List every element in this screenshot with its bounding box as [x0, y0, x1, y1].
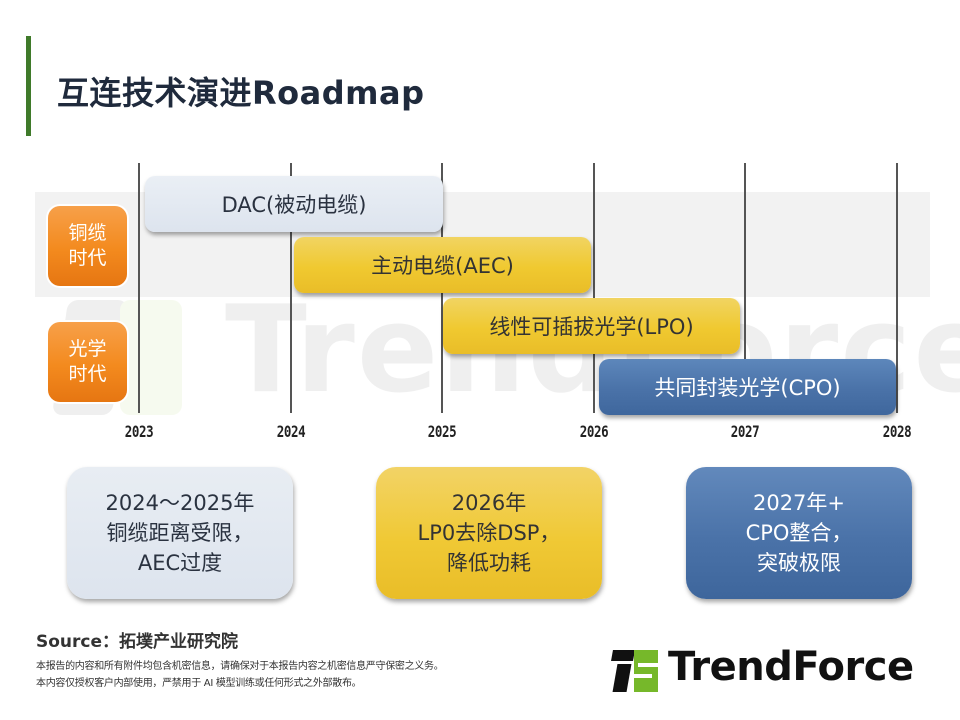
- era-label-copper: 铜缆 时代: [48, 206, 127, 286]
- disclaimer-line-1: 本报告的内容和所有附件均包含机密信息，请确保对于本报告内容之机密信息严守保密之义…: [36, 661, 444, 672]
- timeline-bar-lpo: 线性可插拔光学(LPO): [443, 298, 740, 354]
- era-copper-line2: 时代: [68, 247, 107, 269]
- timeline-bar-cpo: 共同封装光学(CPO): [599, 359, 896, 415]
- timeline-bar-dac: DAC(被动电缆): [145, 176, 443, 232]
- gridline-2026: [593, 163, 595, 413]
- era-optical-line2: 时代: [68, 363, 107, 385]
- bar-label-aec: 主动电缆(AEC): [371, 254, 514, 278]
- note-text-aec: 2024～2025年 铜缆距离受限， AEC过度: [105, 491, 255, 575]
- era-optical-line1: 光学: [68, 338, 107, 360]
- gridline-2023: [138, 163, 140, 413]
- bar-label-dac: DAC(被动电缆): [221, 193, 367, 217]
- era-label-optical: 光学 时代: [48, 322, 127, 402]
- gridline-2028: [896, 163, 898, 413]
- year-label-2023: 2023: [124, 422, 154, 441]
- trendforce-wordmark: TrendForce: [668, 644, 914, 690]
- trendforce-logo-icon: [611, 648, 660, 694]
- year-label-2026: 2026: [579, 422, 609, 441]
- disclaimer-line-2: 本内容仅授权客户内部使用，严禁用于 AI 模型训练或任何形式之外部散布。: [36, 678, 362, 689]
- year-label-2028: 2028: [882, 422, 912, 441]
- title-accent-bar: [26, 36, 31, 136]
- year-label-2027: 2027: [730, 422, 760, 441]
- source-label: Source：拓墣产业研究院: [36, 632, 239, 652]
- note-card-cpo: 2027年+ CPO整合， 突破极限: [686, 467, 912, 599]
- bar-label-cpo: 共同封装光学(CPO): [654, 376, 841, 400]
- page-title: 互连技术演进Roadmap: [57, 74, 425, 112]
- gridline-2027: [744, 163, 746, 413]
- trendforce-watermark-logo-icon: [51, 300, 185, 415]
- trendforce-logo: TrendForce: [611, 644, 932, 694]
- era-copper-line1: 铜缆: [68, 222, 107, 244]
- note-text-cpo: 2027年+ CPO整合， 突破极限: [745, 491, 853, 575]
- note-card-lpo: 2026年 LP0去除DSP， 降低功耗: [376, 467, 602, 599]
- year-label-2025: 2025: [427, 422, 457, 441]
- note-card-aec: 2024～2025年 铜缆距离受限， AEC过度: [67, 467, 293, 599]
- year-label-2024: 2024: [276, 422, 306, 441]
- timeline-bar-aec: 主动电缆(AEC): [294, 237, 591, 293]
- note-text-lpo: 2026年 LP0去除DSP， 降低功耗: [417, 491, 561, 575]
- bar-label-lpo: 线性可插拔光学(LPO): [489, 315, 694, 339]
- gridline-2024: [290, 163, 292, 413]
